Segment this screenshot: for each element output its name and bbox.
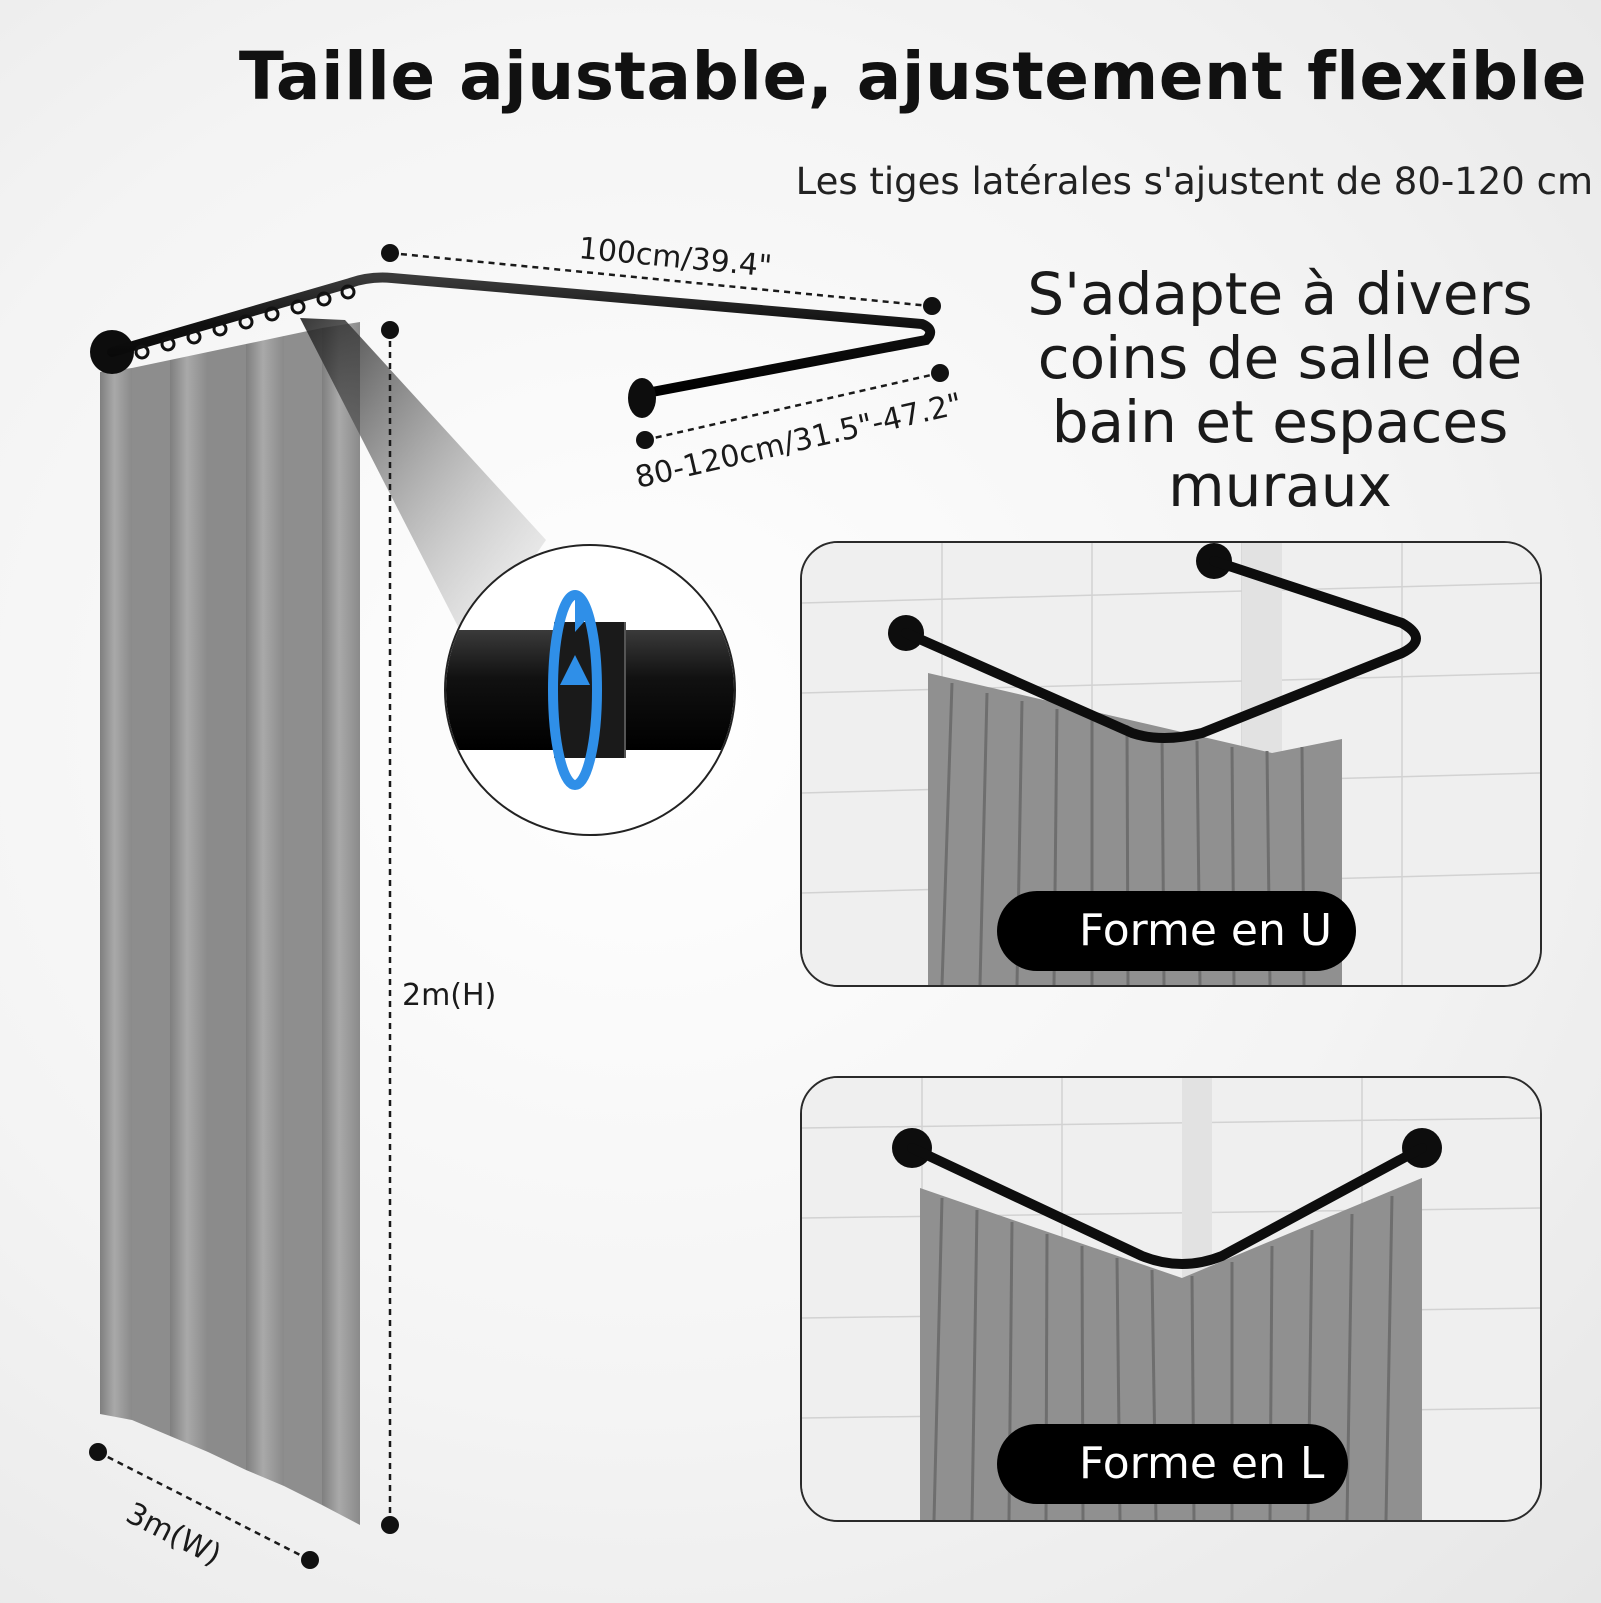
rotate-arrow-icon — [548, 590, 602, 790]
adjust-range-subtitle: Les tiges latérales s'ajustent de 80-120… — [795, 160, 1593, 203]
page-title: Taille ajustable, ajustement flexible — [238, 38, 1587, 115]
l-shape-label: Forme en L — [997, 1424, 1349, 1504]
dimension-lines — [97, 251, 941, 1562]
side-length-label: 80-120cm/31.5"-47.2" — [632, 387, 965, 496]
u-shape-label: Forme en U — [997, 891, 1357, 971]
fit-line-1: S'adapte à divers — [1027, 260, 1533, 328]
dimension-endpoints — [89, 244, 949, 1569]
width-label: 3m(W) — [120, 1496, 226, 1573]
fit-line-4: muraux — [1168, 452, 1392, 520]
u-shape-panel: Forme en U — [800, 541, 1542, 987]
fit-description: S'adapte à divers coins de salle de bain… — [1010, 262, 1550, 518]
fit-line-3: bain et espaces — [1051, 388, 1509, 456]
curtain-hooks — [134, 284, 356, 360]
l-shape-panel: Forme en L — [800, 1076, 1542, 1522]
rod-joint-zoom — [444, 544, 736, 836]
height-label: 2m(H) — [402, 978, 496, 1013]
curtain-rod — [90, 272, 936, 418]
grey-curtain — [100, 322, 360, 1525]
front-length-label: 100cm/39.4" — [577, 231, 773, 284]
zoom-beam — [300, 318, 546, 650]
fit-line-2: coins de salle de — [1037, 324, 1523, 392]
